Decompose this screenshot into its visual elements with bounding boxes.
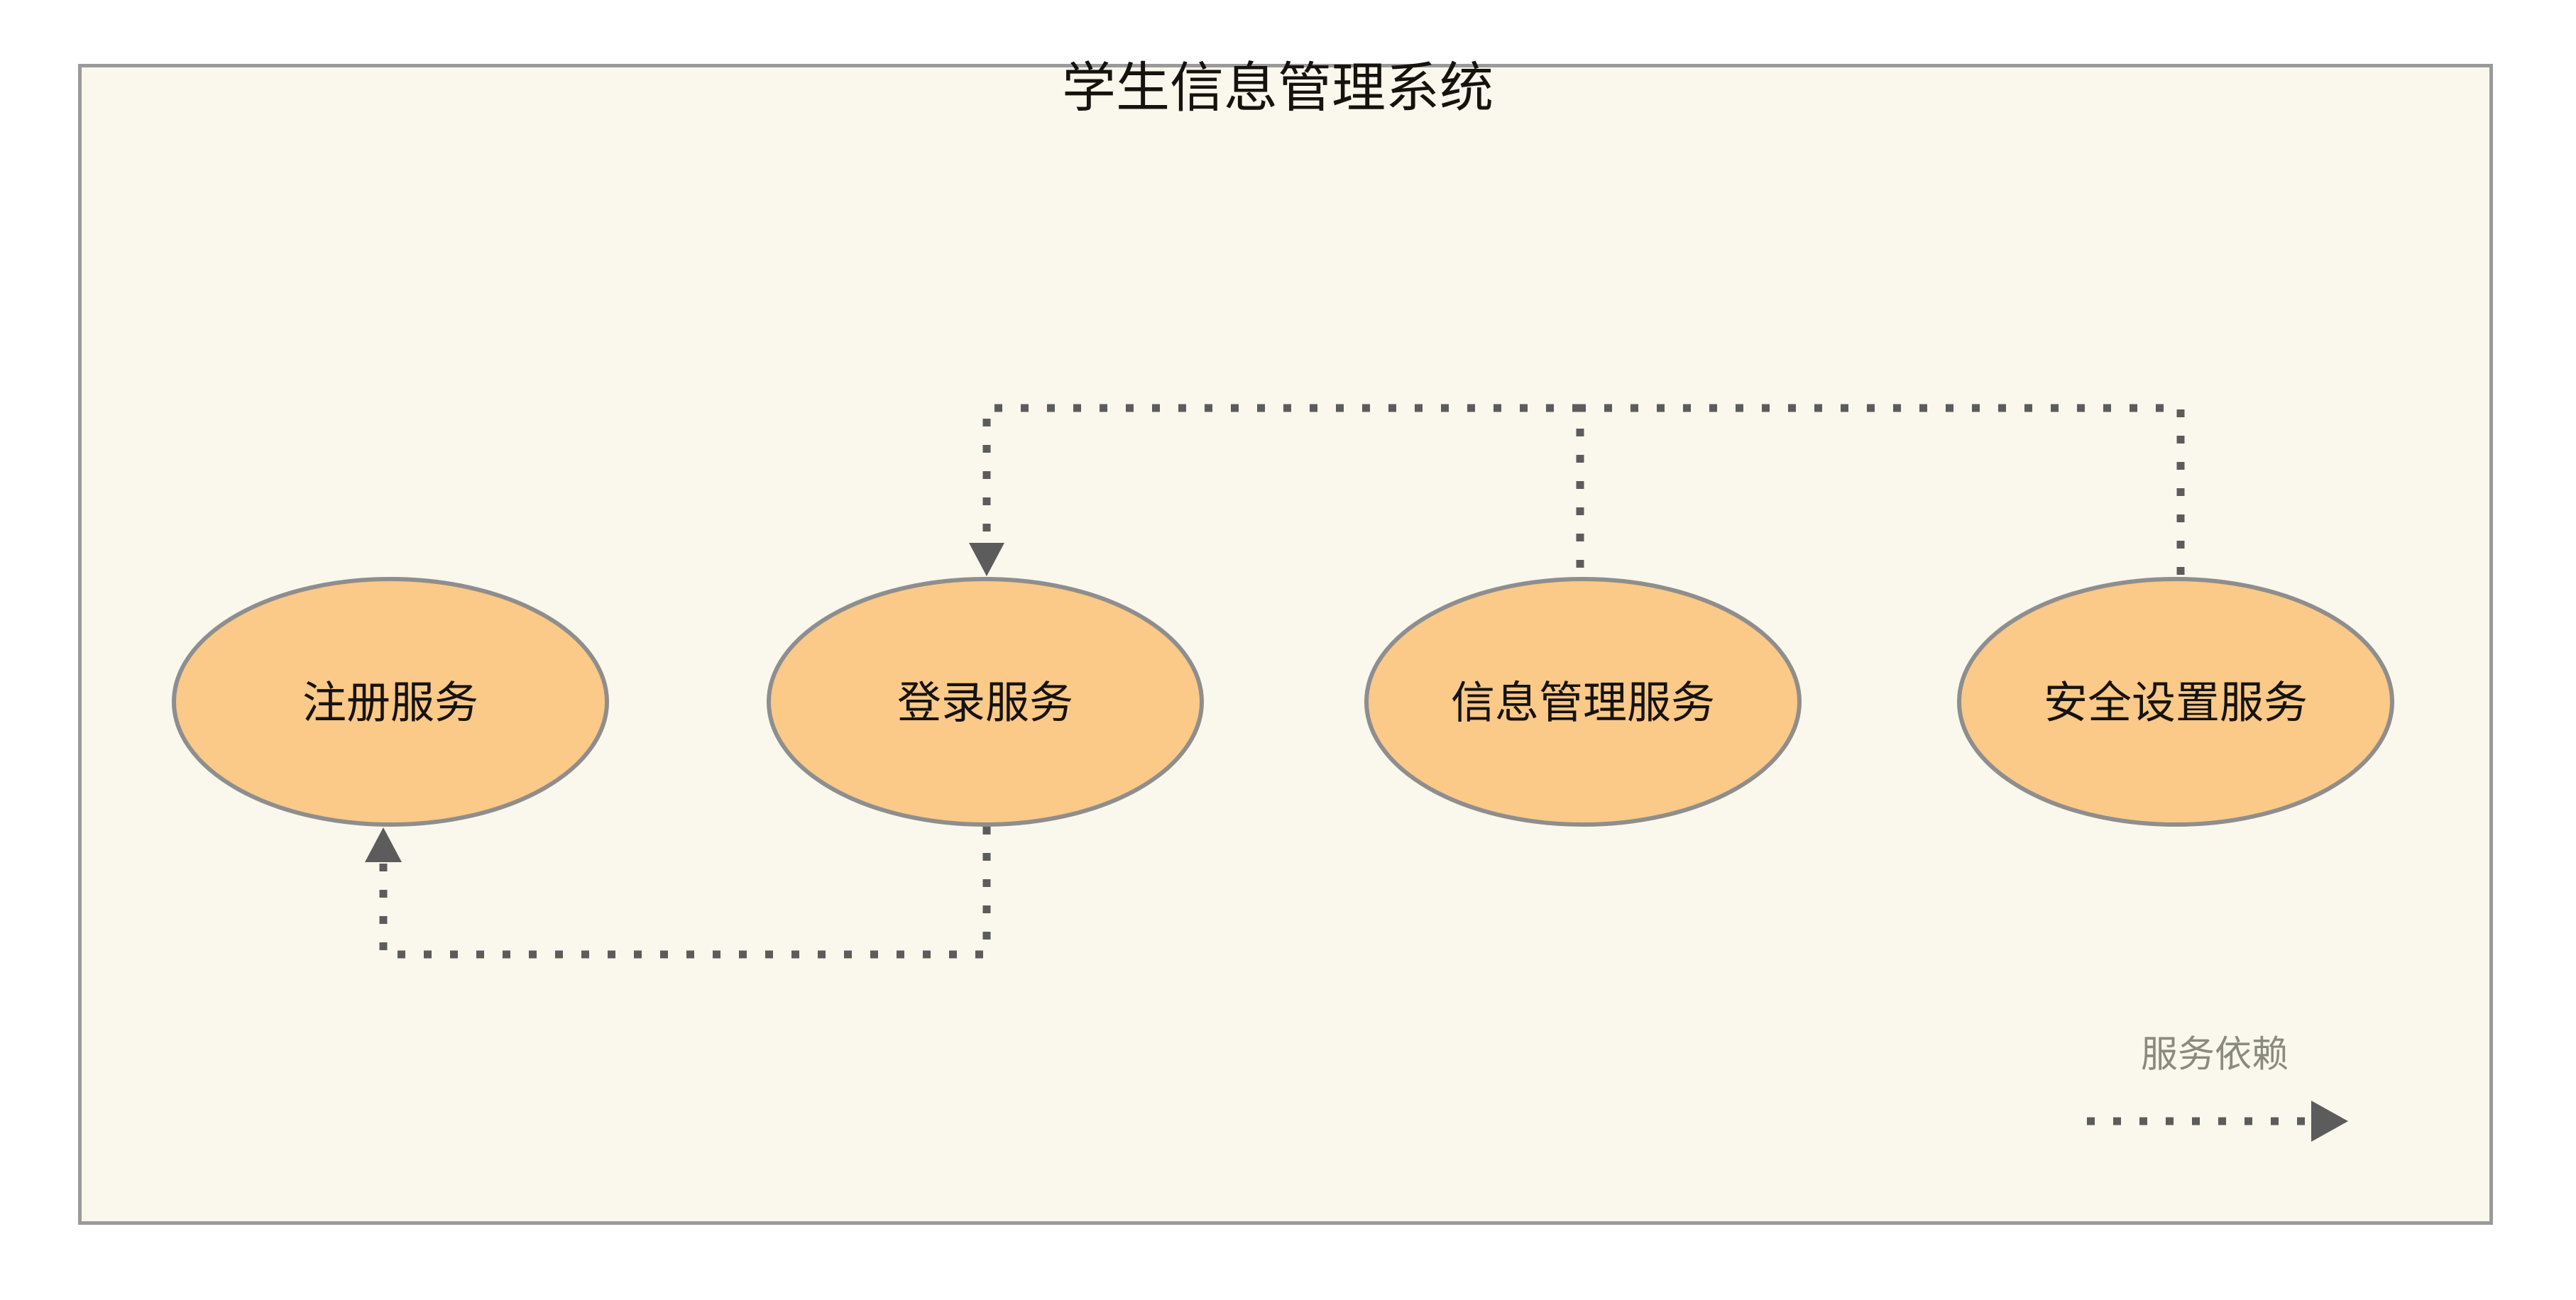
- diagram-frame: [78, 64, 2493, 1225]
